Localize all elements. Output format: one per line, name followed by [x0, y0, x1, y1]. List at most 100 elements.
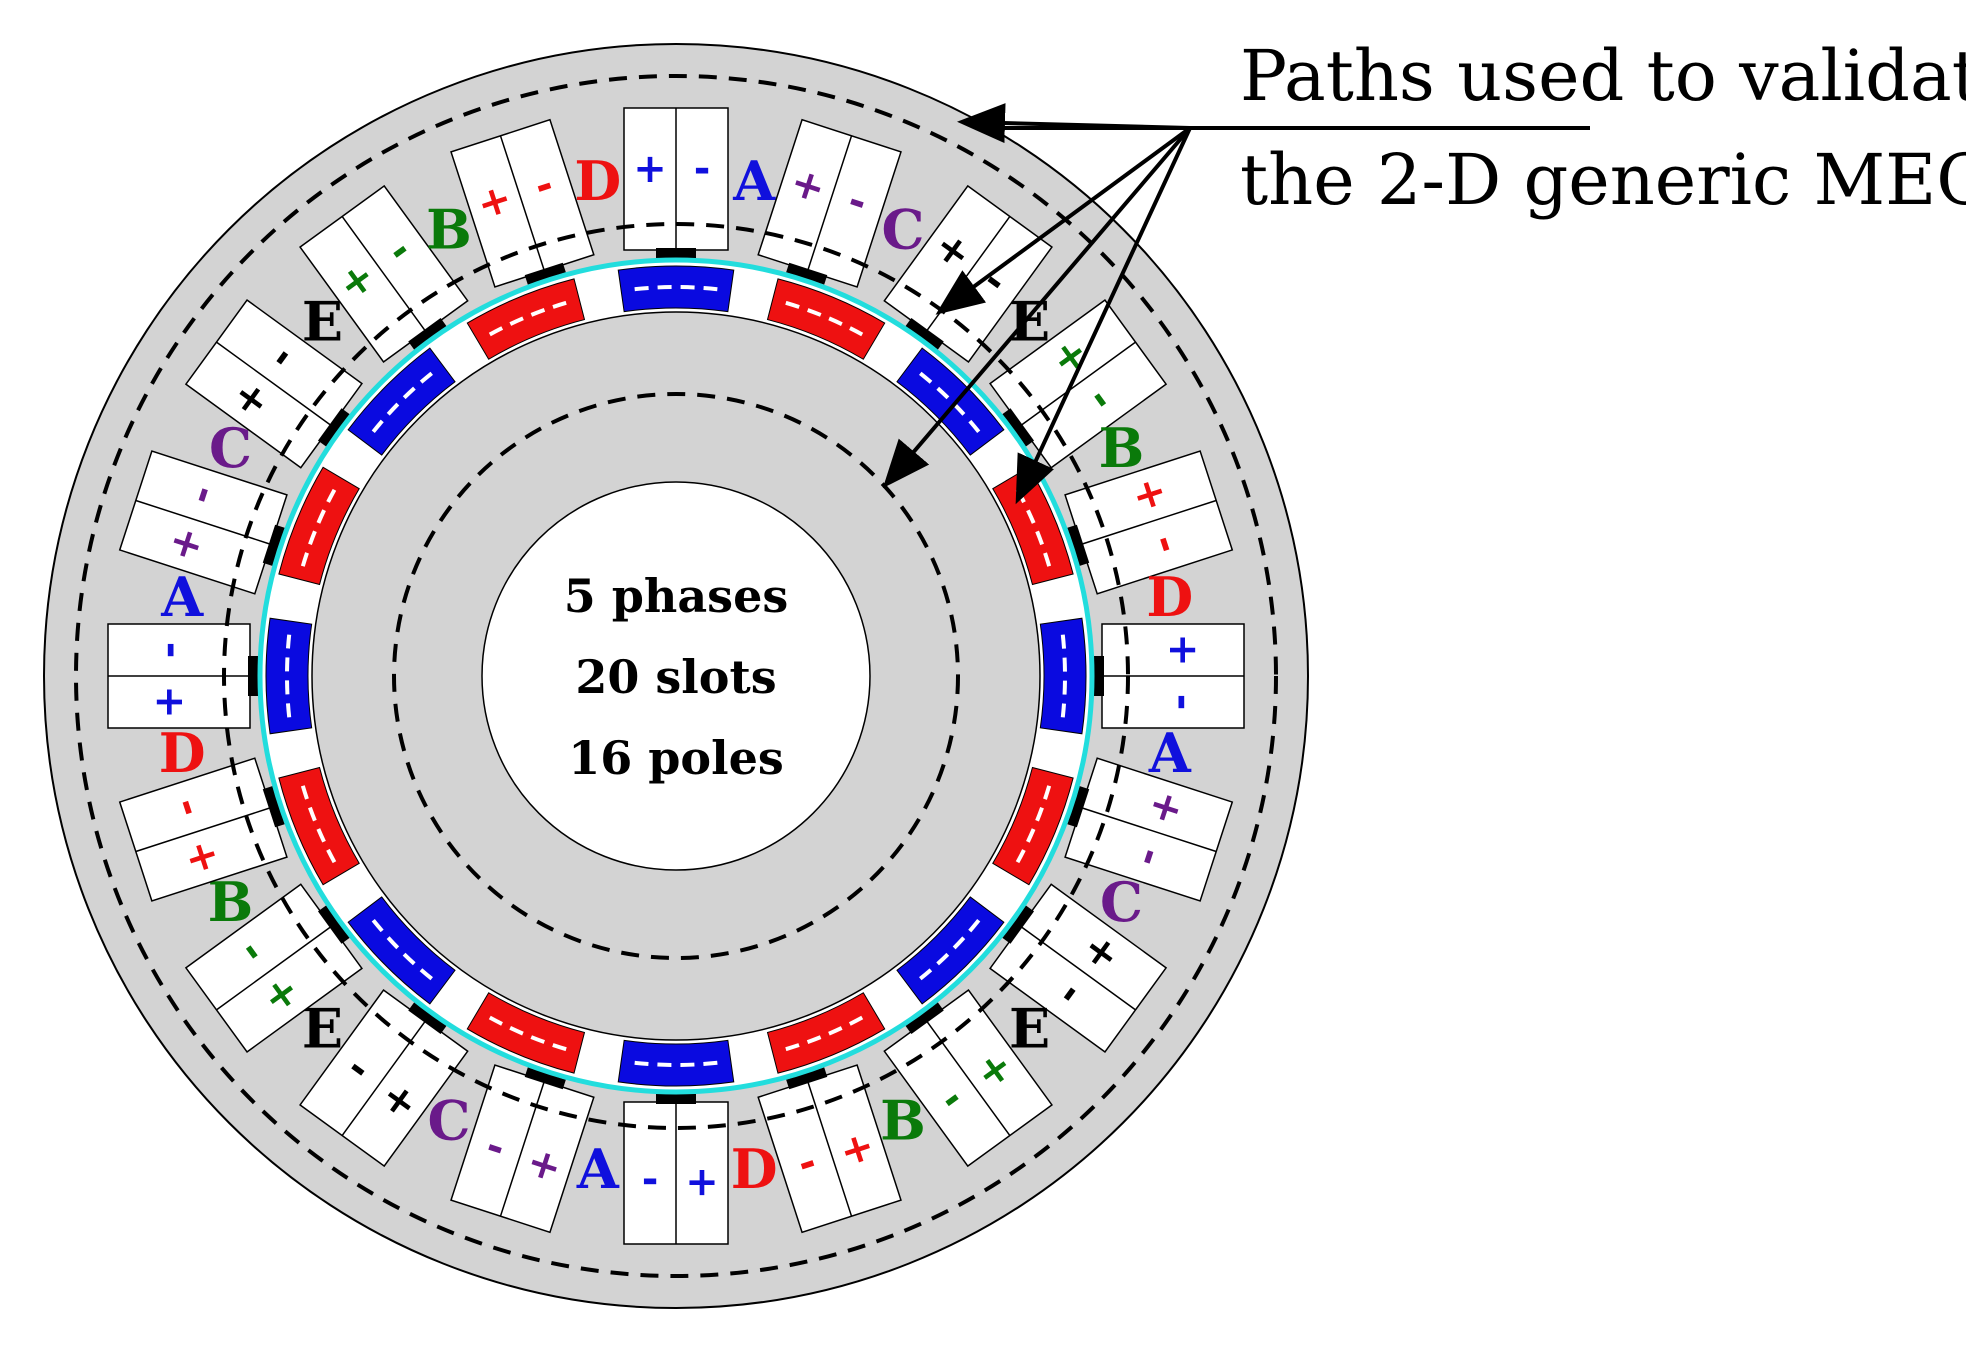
pointer-arrow-outer — [957, 103, 1191, 144]
magnet-flux-path — [1060, 634, 1068, 718]
slot-divider — [1080, 806, 1217, 853]
stator-slot-E: +- — [184, 299, 363, 469]
magnet-flux-path — [300, 785, 337, 864]
coil-polarity-minus: - — [642, 1160, 659, 1206]
slot-divider — [341, 216, 427, 332]
stator-slot-B: +- — [883, 989, 1053, 1168]
rotor-magnet-blue — [1039, 617, 1087, 735]
slot-opening — [1067, 524, 1090, 566]
rotor-magnets — [265, 265, 1087, 1087]
stator-slot-B: +- — [184, 883, 363, 1053]
slot-opening — [262, 786, 285, 828]
rotor-magnet-red — [278, 466, 360, 586]
phase-label-B: B — [426, 197, 472, 261]
stator-slot-D: +- — [1064, 450, 1234, 595]
stator-slot-B: +- — [299, 184, 469, 363]
rotor-magnet-blue — [617, 1039, 735, 1087]
stator-slot-B: +- — [989, 299, 1168, 469]
phase-label-D: D — [159, 721, 206, 785]
magnet-flux-path — [371, 371, 433, 433]
coil-polarity-minus: - — [1160, 694, 1206, 711]
slot-divider — [216, 341, 332, 427]
caption-line-1: Paths used to validate — [1240, 35, 1966, 117]
phase-label-A: A — [576, 1137, 620, 1201]
rotor-magnet-blue — [265, 617, 313, 735]
rotor-magnet-blue — [617, 265, 735, 313]
phase-label-B: B — [1099, 416, 1145, 480]
stator-slot-E: +- — [989, 883, 1168, 1053]
magnet-flux-path — [488, 1015, 567, 1052]
magnet-flux-path — [285, 634, 292, 718]
stator-slot-A: +- — [107, 623, 258, 729]
center-label-slots: 20 slots — [575, 650, 776, 704]
magnet-flux-path — [371, 919, 433, 981]
rotor-magnet-red — [466, 278, 586, 360]
slot-divider — [806, 135, 853, 272]
slot-divider — [135, 806, 272, 853]
stator-slot-C: +- — [118, 450, 288, 595]
slot-divider — [135, 499, 272, 546]
phase-label-C: C — [1100, 870, 1143, 934]
phase-label-E: E — [302, 289, 343, 353]
coil-polarity-plus: + — [633, 146, 667, 192]
magnet-flux-path — [785, 300, 864, 337]
shaft-hole — [481, 481, 871, 871]
magnet-flux-path — [634, 1060, 718, 1068]
phase-label-A: A — [1148, 721, 1192, 785]
slot-opening — [408, 1002, 447, 1035]
slot-opening — [248, 656, 258, 696]
slot-opening — [408, 317, 447, 350]
pointer-arrow-airgap — [1015, 127, 1192, 505]
stator-slot-D: +- — [118, 757, 288, 902]
stator-slots: +-A+-C+-E+-B+-D+-A+-C+-E+-B+-D+-A+-C+-E+… — [107, 107, 1245, 1245]
stator-slot-D: +- — [757, 1064, 902, 1234]
magnet-flux-path — [919, 371, 981, 433]
validation-path-slots — [222, 222, 1130, 1130]
rotor-magnet-red — [992, 766, 1074, 886]
center-label-poles: 16 poles — [568, 731, 784, 785]
slot-opening — [656, 1094, 696, 1104]
pointer-arrow-slots — [935, 126, 1192, 315]
slot-opening — [317, 408, 350, 447]
stator-slot-A: +- — [623, 1094, 729, 1245]
coil-polarity-minus: - — [694, 146, 711, 192]
slot-opening — [656, 248, 696, 258]
validation-path-rotor — [392, 392, 960, 960]
rotor-magnet-red — [766, 278, 886, 360]
phase-label-E: E — [1009, 997, 1050, 1061]
phase-label-D: D — [1146, 565, 1193, 629]
slot-opening — [524, 262, 566, 285]
slot-opening — [905, 1002, 944, 1035]
coil-polarity-minus: - — [146, 642, 192, 659]
rotor-magnet-red — [766, 992, 886, 1074]
stator-slot-E: +- — [299, 989, 469, 1168]
phase-label-B: B — [880, 1089, 926, 1153]
slot-opening — [524, 1067, 566, 1090]
slot-divider — [499, 1080, 546, 1217]
slot-opening — [905, 317, 944, 350]
slot-opening — [786, 262, 828, 285]
coil-polarity-plus: + — [1160, 633, 1206, 667]
slot-divider — [499, 135, 546, 272]
rotor-magnet-red — [466, 992, 586, 1074]
stator-slot-A: +- — [1094, 623, 1245, 729]
slot-opening — [1002, 408, 1035, 447]
magnet-flux-path — [785, 1015, 864, 1052]
slot-opening — [1094, 656, 1104, 696]
slot-divider — [806, 1080, 853, 1217]
coil-polarity-plus: + — [146, 685, 192, 719]
slot-divider — [925, 1020, 1011, 1136]
stator-slot-C: +- — [450, 1064, 595, 1234]
slot-opening — [262, 524, 285, 566]
stator-slot-A: +- — [623, 107, 729, 258]
slot-divider — [1020, 341, 1136, 427]
validation-path-outer — [74, 74, 1278, 1278]
phase-label-D: D — [574, 149, 621, 213]
pointer-arrow-rotor — [882, 126, 1192, 489]
magnet-flux-path — [1015, 785, 1052, 864]
rotor-magnet-red — [278, 766, 360, 886]
coil-polarity-plus: + — [685, 1160, 719, 1206]
magnet-flux-path — [634, 285, 718, 292]
caption-line-2: the 2-D generic MEC — [1240, 139, 1966, 221]
